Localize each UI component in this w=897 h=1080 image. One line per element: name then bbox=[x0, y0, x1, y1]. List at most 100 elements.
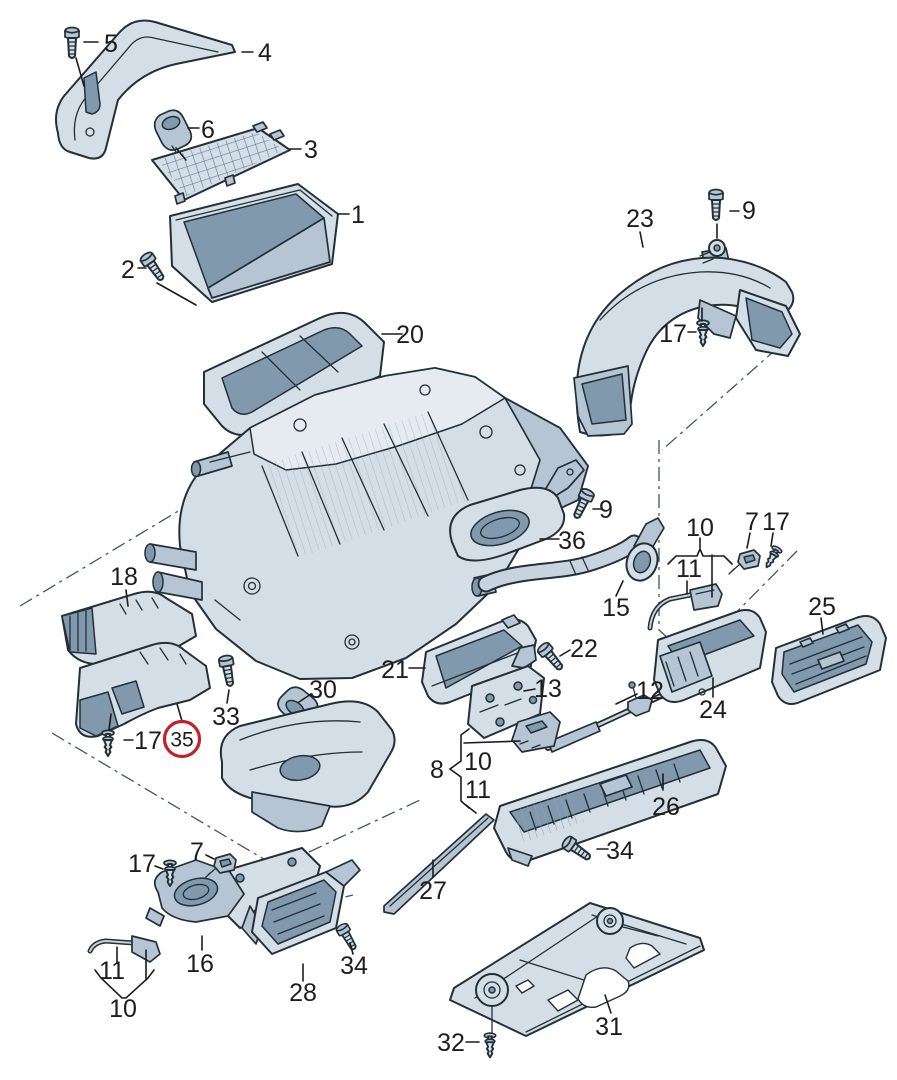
callout-label: 17 bbox=[128, 850, 156, 878]
part-6-sensor bbox=[153, 109, 193, 159]
parts-artwork bbox=[55, 19, 887, 1059]
callout-5[interactable]: 5 bbox=[104, 30, 118, 58]
callout-22[interactable]: 22 bbox=[570, 635, 598, 663]
part-22-screw bbox=[535, 639, 568, 675]
callout-label: 3 bbox=[304, 136, 318, 164]
callout-label: 23 bbox=[626, 205, 654, 233]
part-28-side-vent bbox=[241, 859, 361, 955]
callout-10[interactable]: 10 bbox=[109, 995, 137, 1023]
callout-17[interactable]: 17 bbox=[134, 727, 162, 755]
callout-11[interactable]: 11 bbox=[465, 776, 491, 804]
part-11-cable-right bbox=[647, 583, 723, 631]
part-8-module bbox=[511, 711, 561, 753]
callout-label: 34 bbox=[606, 837, 634, 865]
callout-label: 34 bbox=[340, 952, 368, 980]
callout-label: 21 bbox=[381, 656, 409, 684]
callout-label: 8 bbox=[430, 756, 444, 784]
callout-label: 24 bbox=[699, 696, 727, 724]
callout-12[interactable]: 12 bbox=[636, 677, 664, 705]
callout-label: 10 bbox=[464, 748, 492, 776]
callout-10[interactable]: 10 bbox=[464, 748, 492, 776]
callout-label: 22 bbox=[570, 635, 598, 663]
callout-21[interactable]: 21 bbox=[381, 656, 409, 684]
part-3-cover-grille bbox=[151, 121, 291, 205]
callout-10[interactable]: 10 bbox=[686, 514, 714, 542]
callout-8[interactable]: 8 bbox=[430, 756, 444, 784]
callout-label: 31 bbox=[595, 1013, 623, 1041]
part-4-cover-trim bbox=[55, 19, 236, 160]
callout-label: 11 bbox=[465, 776, 491, 804]
part-7-sender-right bbox=[728, 549, 761, 575]
callout-30[interactable]: 30 bbox=[309, 676, 337, 704]
part-24-vent-housing-right bbox=[653, 609, 767, 703]
callout-36[interactable]: 36 bbox=[558, 527, 586, 555]
callout-32[interactable]: 32 bbox=[437, 1029, 465, 1057]
callout-17[interactable]: 17 bbox=[659, 320, 687, 348]
callout-11[interactable]: 11 bbox=[676, 555, 702, 583]
callout-label: 32 bbox=[437, 1029, 465, 1057]
part-steering-column-cover bbox=[219, 700, 396, 833]
part-26-center-vent bbox=[493, 739, 727, 867]
callout-label: 7 bbox=[190, 838, 204, 866]
part-9-screw-top bbox=[708, 188, 724, 221]
callout-label: 9 bbox=[742, 197, 756, 225]
callout-7[interactable]: 7 bbox=[190, 838, 204, 866]
callout-33[interactable]: 33 bbox=[212, 703, 240, 731]
callout-1[interactable]: 1 bbox=[351, 201, 365, 229]
callout-35-highlighted[interactable]: 35 bbox=[162, 719, 202, 759]
callout-label: 12 bbox=[636, 677, 664, 705]
callout-34[interactable]: 34 bbox=[606, 837, 634, 865]
callout-26[interactable]: 26 bbox=[652, 793, 680, 821]
callout-label: 6 bbox=[201, 116, 215, 144]
callout-label: 11 bbox=[676, 555, 702, 583]
part-25-vent-right bbox=[771, 615, 887, 705]
callout-6[interactable]: 6 bbox=[201, 116, 215, 144]
callout-34[interactable]: 34 bbox=[340, 952, 368, 980]
callout-9[interactable]: 9 bbox=[599, 496, 613, 524]
callout-label: 25 bbox=[808, 593, 836, 621]
callout-label: 5 bbox=[104, 30, 118, 58]
callout-15[interactable]: 15 bbox=[602, 594, 630, 622]
callout-4[interactable]: 4 bbox=[258, 39, 272, 67]
part-17-clip-right bbox=[761, 543, 784, 571]
callout-16[interactable]: 16 bbox=[186, 950, 214, 978]
callout-3[interactable]: 3 bbox=[304, 136, 318, 164]
part-15-hose bbox=[471, 517, 665, 597]
callout-25[interactable]: 25 bbox=[808, 593, 836, 621]
part-20-shelf-tray bbox=[203, 311, 385, 436]
callout-24[interactable]: 24 bbox=[699, 696, 727, 724]
part-32-clip bbox=[483, 1032, 497, 1059]
callout-9[interactable]: 9 bbox=[742, 197, 756, 225]
part-27-trim-strip bbox=[383, 813, 495, 915]
callout-11[interactable]: 11 bbox=[99, 957, 125, 985]
callout-label: 36 bbox=[558, 527, 586, 555]
callout-20[interactable]: 20 bbox=[396, 321, 424, 349]
callout-label: 30 bbox=[309, 676, 337, 704]
callout-label: 17 bbox=[762, 508, 790, 536]
callout-label: 13 bbox=[534, 675, 562, 703]
callout-label: 10 bbox=[686, 514, 714, 542]
callout-13[interactable]: 13 bbox=[534, 675, 562, 703]
callout-label: 20 bbox=[396, 321, 424, 349]
callout-23[interactable]: 23 bbox=[626, 205, 654, 233]
part-21-vent-housing-left bbox=[421, 614, 537, 705]
callout-27[interactable]: 27 bbox=[419, 877, 447, 905]
callout-7[interactable]: 7 bbox=[745, 508, 759, 536]
callout-label: 9 bbox=[599, 496, 613, 524]
callout-31[interactable]: 31 bbox=[595, 1013, 623, 1041]
callout-label: 1 bbox=[351, 201, 365, 229]
part-17-clip-right-duct bbox=[696, 319, 710, 347]
callout-label: 33 bbox=[212, 703, 240, 731]
callout-18[interactable]: 18 bbox=[110, 563, 138, 591]
callout-2[interactable]: 2 bbox=[121, 256, 135, 284]
callout-label: 27 bbox=[419, 877, 447, 905]
callout-17[interactable]: 17 bbox=[128, 850, 156, 878]
leader-lines bbox=[75, 41, 824, 1043]
callout-label: 15 bbox=[602, 594, 630, 622]
part-31-floor-panel bbox=[449, 902, 705, 1037]
callout-28[interactable]: 28 bbox=[289, 979, 317, 1007]
callout-17[interactable]: 17 bbox=[762, 508, 790, 536]
